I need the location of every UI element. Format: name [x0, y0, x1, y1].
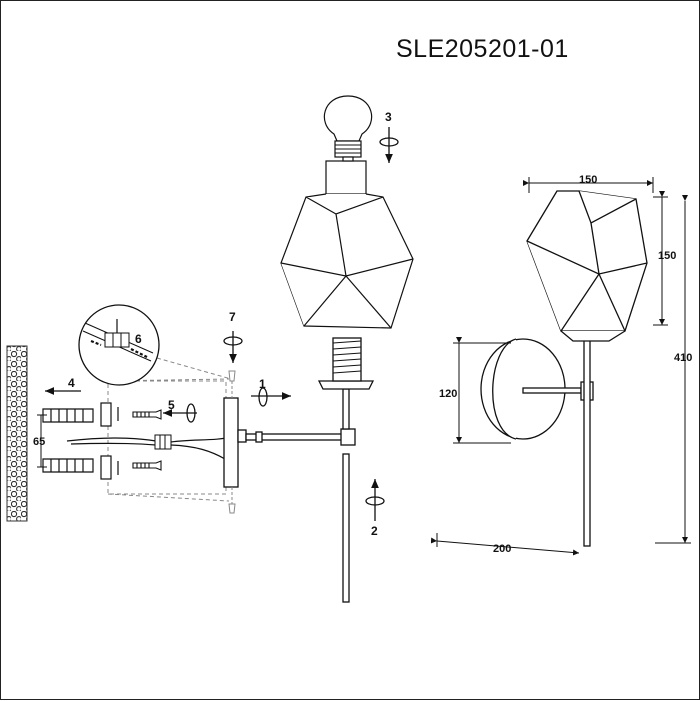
glass-shade-exploded [280, 160, 414, 329]
dimension-mount-spacing [37, 414, 47, 468]
light-bulb [323, 95, 373, 162]
step-2-label: 2 [371, 524, 378, 538]
assembled-lamp [480, 190, 648, 547]
step-arrows [45, 127, 399, 521]
arm [245, 428, 356, 446]
step-4-label: 4 [68, 376, 75, 390]
socket [317, 337, 375, 390]
dimension-shade-width: 150 [579, 174, 597, 186]
step-5-label: 5 [168, 398, 175, 412]
power-wires [66, 436, 232, 460]
dimension-backplate-height: 120 [439, 388, 457, 400]
step-7-label: 7 [229, 310, 236, 324]
dimension-mount-spacing-label: 65 [33, 436, 45, 448]
step-1-label: 1 [259, 377, 266, 391]
wall-surface [6, 345, 28, 522]
bracket-guide [107, 357, 232, 502]
backplate-side [223, 397, 247, 488]
mounting-bracket [100, 402, 119, 480]
terminal-block [154, 434, 172, 450]
set-screws [228, 370, 236, 514]
dimension-lines [430, 177, 691, 556]
model-number: SLE205201-01 [396, 35, 569, 63]
detail-bubble-terminal [78, 304, 160, 386]
stem [342, 388, 350, 603]
screws [132, 409, 162, 471]
dimension-projection: 200 [493, 543, 511, 555]
step-6-label: 6 [135, 332, 142, 346]
step-3-label: 3 [385, 110, 392, 124]
dimension-total-height: 410 [674, 352, 692, 364]
wall-anchors [42, 408, 94, 473]
dimension-shade-height: 150 [658, 250, 676, 262]
